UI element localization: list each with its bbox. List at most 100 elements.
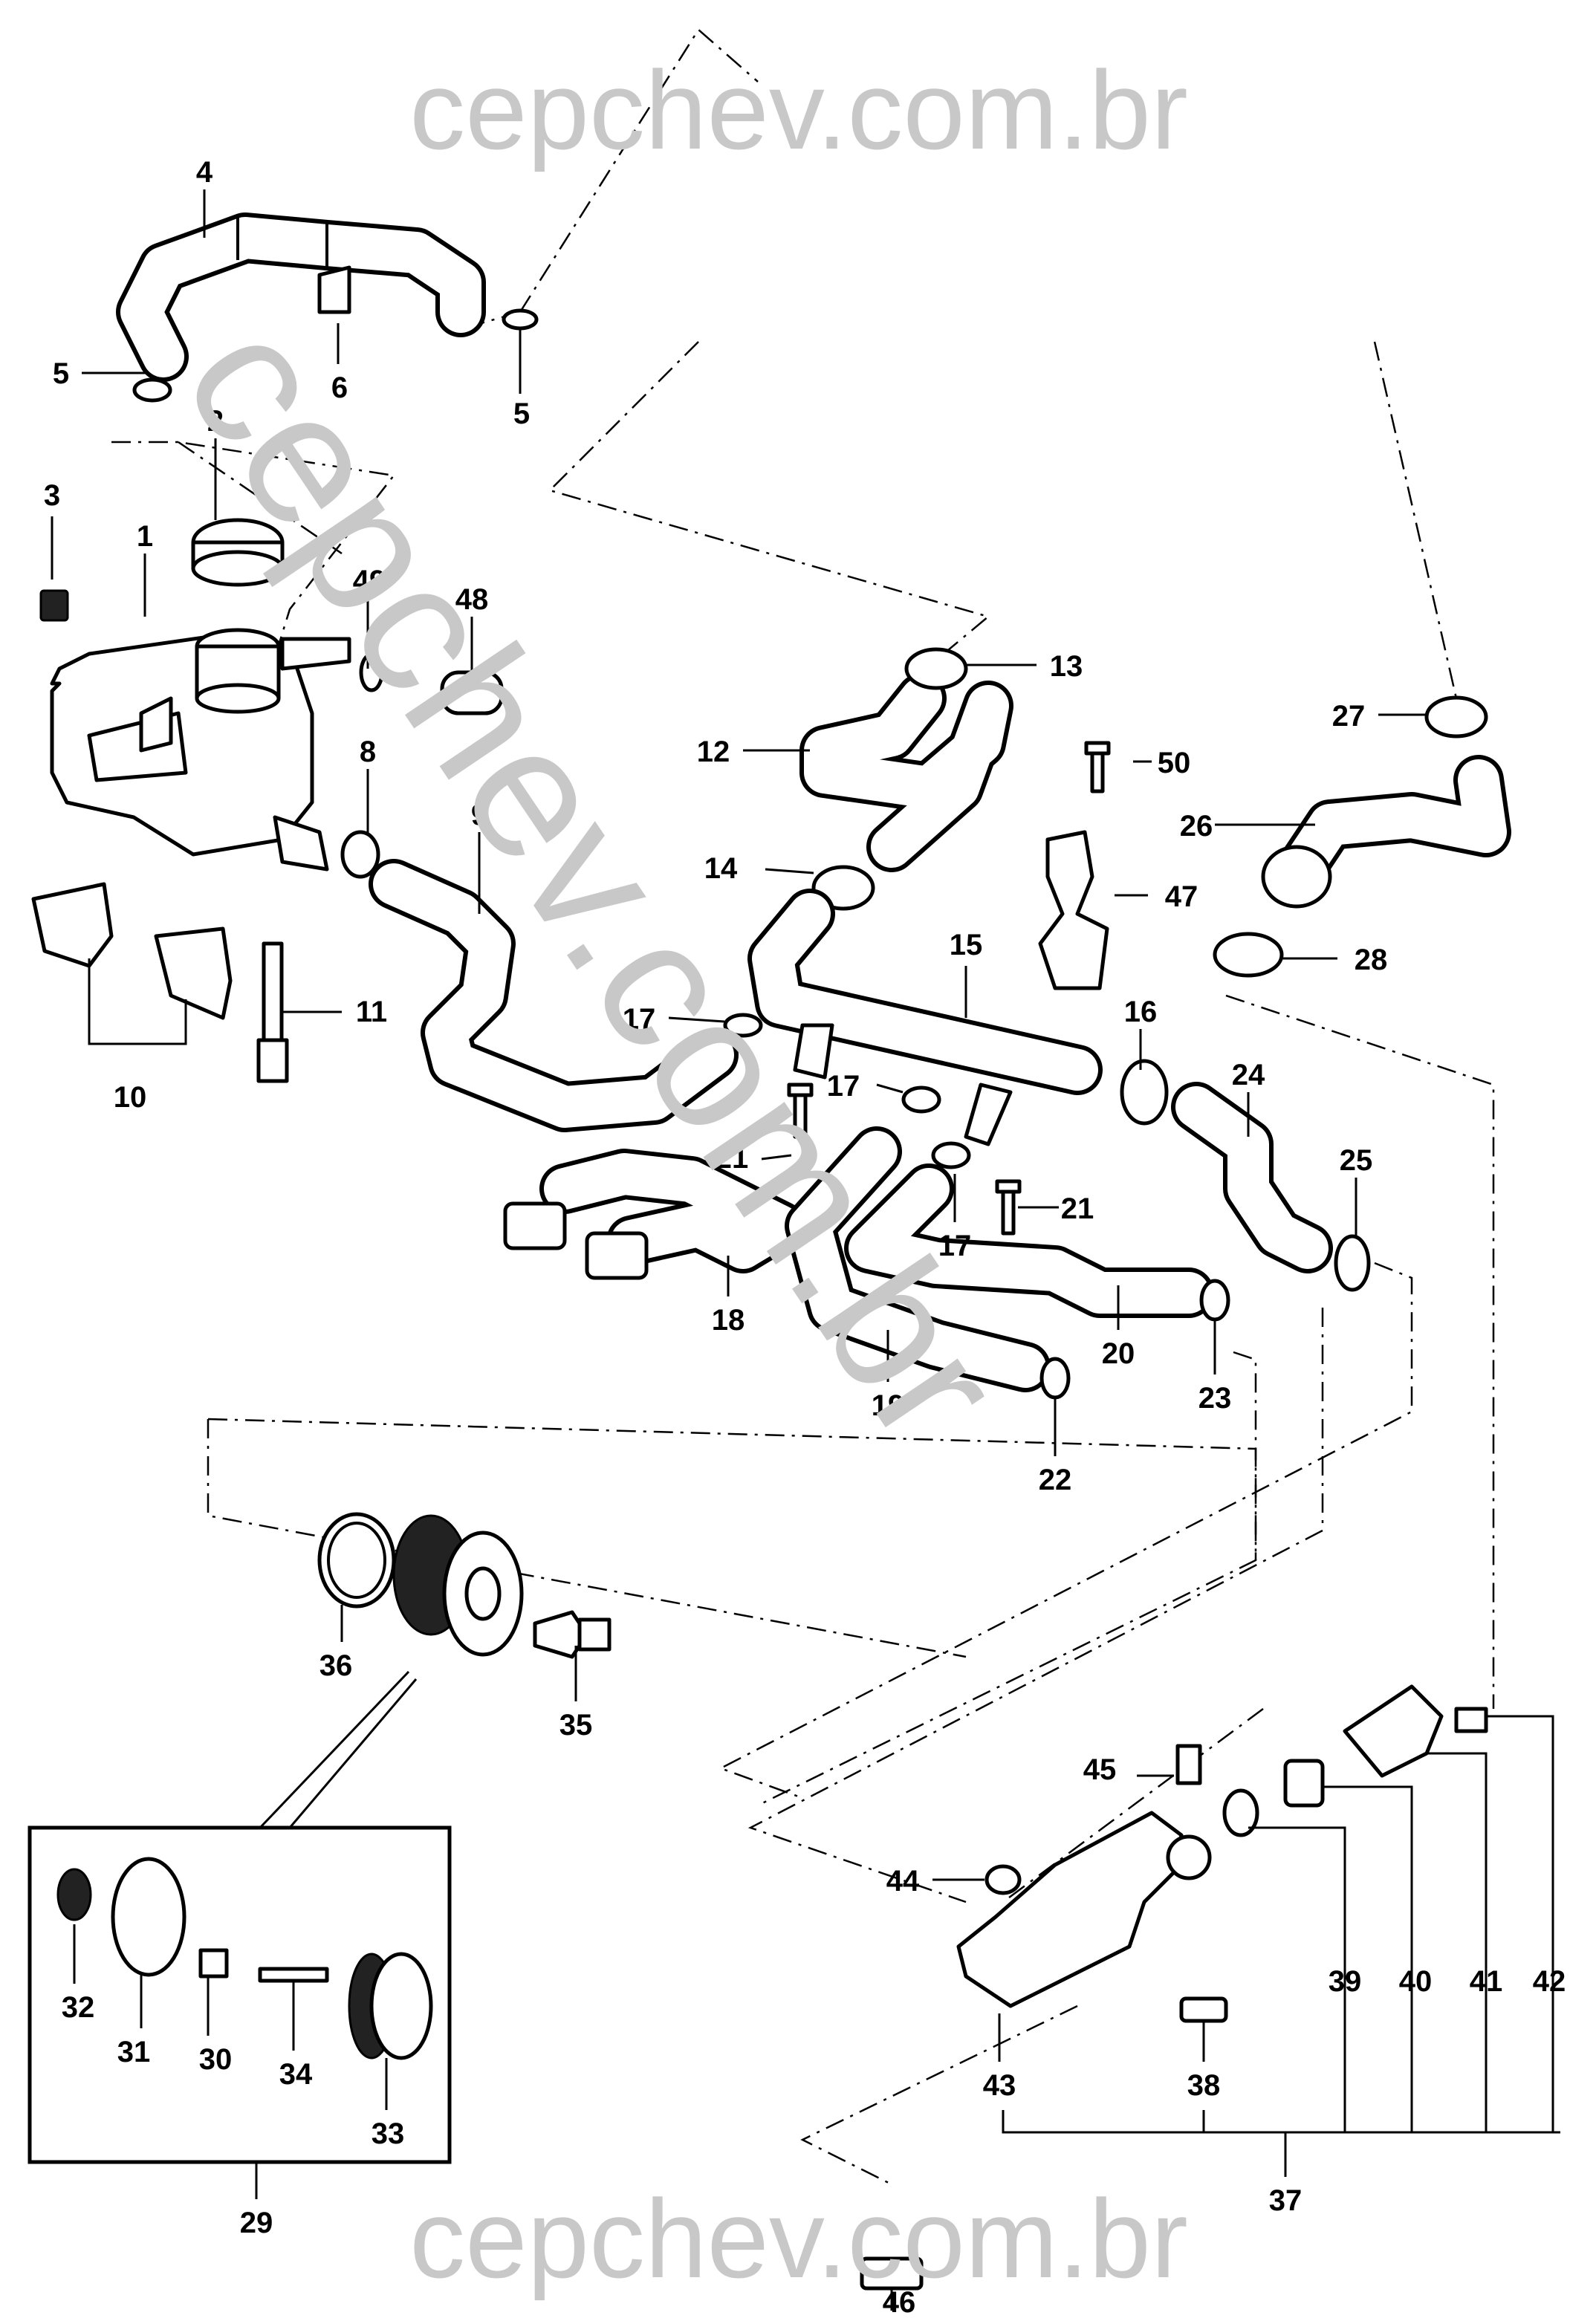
callout-2: 2: [207, 405, 224, 438]
hose-9: [369, 859, 739, 1132]
o-ring-39: [1222, 1788, 1259, 1837]
callout-41: 41: [1470, 1965, 1503, 1998]
sensor-38: [1179, 1996, 1228, 2023]
callout-13: 13: [1050, 650, 1083, 683]
callout-4: 4: [196, 156, 213, 189]
thermostat-housing: [956, 1811, 1212, 2008]
pipe-15: [747, 889, 1103, 1146]
callout-49: 49: [353, 565, 386, 597]
clamp-28: [1213, 932, 1284, 978]
cover-41: [1343, 1684, 1444, 1778]
filler-cap-2: [191, 518, 285, 587]
callout-8: 8: [360, 736, 376, 768]
callout-40: 40: [1399, 1965, 1433, 1998]
callout-5-right: 5: [513, 397, 530, 430]
clip-3: [39, 589, 69, 622]
callout-35: 35: [559, 1709, 593, 1742]
callout-22: 22: [1039, 1464, 1072, 1496]
leader-lines: [51, 189, 1560, 2311]
hose-26: [1261, 755, 1511, 909]
callout-21-a: 21: [716, 1142, 749, 1175]
clamp-5-left: [132, 377, 172, 403]
sensor-11: [256, 941, 289, 1083]
callout-16: 16: [1124, 996, 1158, 1028]
reference-lines: [111, 28, 1495, 2186]
clamp-6: [317, 265, 351, 314]
callout-14: 14: [704, 852, 738, 885]
bracket-47: [1038, 830, 1109, 990]
clamp-17-b: [901, 1085, 941, 1114]
callout-48: 48: [455, 583, 489, 616]
callout-37: 37: [1269, 2184, 1303, 2217]
callout-46: 46: [883, 2286, 916, 2319]
sensor-45: [1175, 1744, 1202, 1785]
callout-18: 18: [712, 1304, 745, 1337]
callout-34: 34: [279, 2058, 313, 2091]
hose-20: [844, 1163, 1214, 1318]
callout-21-b: 21: [1061, 1192, 1094, 1225]
callout-11: 11: [356, 996, 387, 1028]
callout-25: 25: [1340, 1144, 1373, 1177]
clamp-13: [904, 647, 968, 690]
callout-45: 45: [1083, 1753, 1117, 1786]
callout-28: 28: [1355, 944, 1388, 976]
expansion-tank: [50, 628, 351, 872]
clamp-17-a: [723, 1013, 763, 1038]
callout-6: 6: [331, 371, 348, 404]
hose-4: [116, 212, 486, 382]
o-ring-36: [317, 1512, 396, 1609]
callout-36: 36: [319, 1649, 353, 1682]
hose-18: [503, 1149, 805, 1280]
callout-30: 30: [199, 2043, 233, 2076]
callout-12: 12: [697, 736, 730, 768]
o-ring-44: [984, 1864, 1022, 1895]
bolt-42: [1454, 1707, 1488, 1733]
callout-9: 9: [471, 799, 487, 831]
clamp-22: [1039, 1357, 1071, 1400]
callout-23: 23: [1198, 1382, 1232, 1415]
clamp-49: [359, 652, 384, 692]
hose-12: [799, 673, 1013, 872]
clamp-23: [1199, 1279, 1230, 1322]
callout-24: 24: [1232, 1059, 1265, 1091]
watermark-bottom: cepchev.com.br: [409, 2176, 1188, 2301]
callout-20: 20: [1102, 1337, 1135, 1370]
callout-10: 10: [114, 1081, 147, 1114]
bolt-21-b: [995, 1179, 1022, 1236]
callout-44: 44: [886, 1865, 920, 1898]
clamp-8: [340, 830, 380, 879]
hose-24: [1171, 1082, 1333, 1273]
callout-33: 33: [372, 2117, 405, 2150]
callout-39: 39: [1329, 1965, 1362, 1998]
callout-32: 32: [62, 1991, 95, 2024]
callout-26: 26: [1180, 810, 1213, 843]
watermark-diagonal: cepchev.com.br: [146, 285, 1043, 1477]
callout-42: 42: [1533, 1965, 1566, 1998]
callout-50: 50: [1158, 747, 1191, 779]
callout-31: 31: [117, 2036, 151, 2068]
callout-27: 27: [1332, 700, 1366, 733]
callout-43: 43: [983, 2069, 1016, 2102]
callout-3: 3: [44, 479, 60, 512]
clamp-5-right: [502, 308, 539, 331]
callout-17-c: 17: [938, 1230, 972, 1262]
water-pump: [392, 1514, 524, 1657]
callout-17-a: 17: [623, 1003, 656, 1036]
clamp-17-c: [931, 1141, 971, 1169]
clamp-16: [1120, 1059, 1169, 1126]
bolt-21-a: [787, 1083, 814, 1139]
callout-29: 29: [240, 2207, 273, 2239]
callout-19: 19: [872, 1389, 905, 1422]
callout-1: 1: [137, 520, 153, 553]
thermostat-40: [1283, 1759, 1325, 1808]
watermark-top: cepchev.com.br: [409, 48, 1188, 172]
bracket-10: [31, 882, 233, 1020]
clamp-27: [1424, 695, 1488, 739]
callout-5-left: 5: [53, 357, 69, 390]
callout-labels: 4 5 6 5 2 3 1 49 48 8 9 11 10 12 13 14 1…: [44, 156, 1566, 2319]
hose-19: [785, 1126, 1051, 1392]
callout-38: 38: [1187, 2069, 1221, 2102]
inset-box: [27, 1670, 452, 2164]
callout-47: 47: [1165, 880, 1198, 913]
